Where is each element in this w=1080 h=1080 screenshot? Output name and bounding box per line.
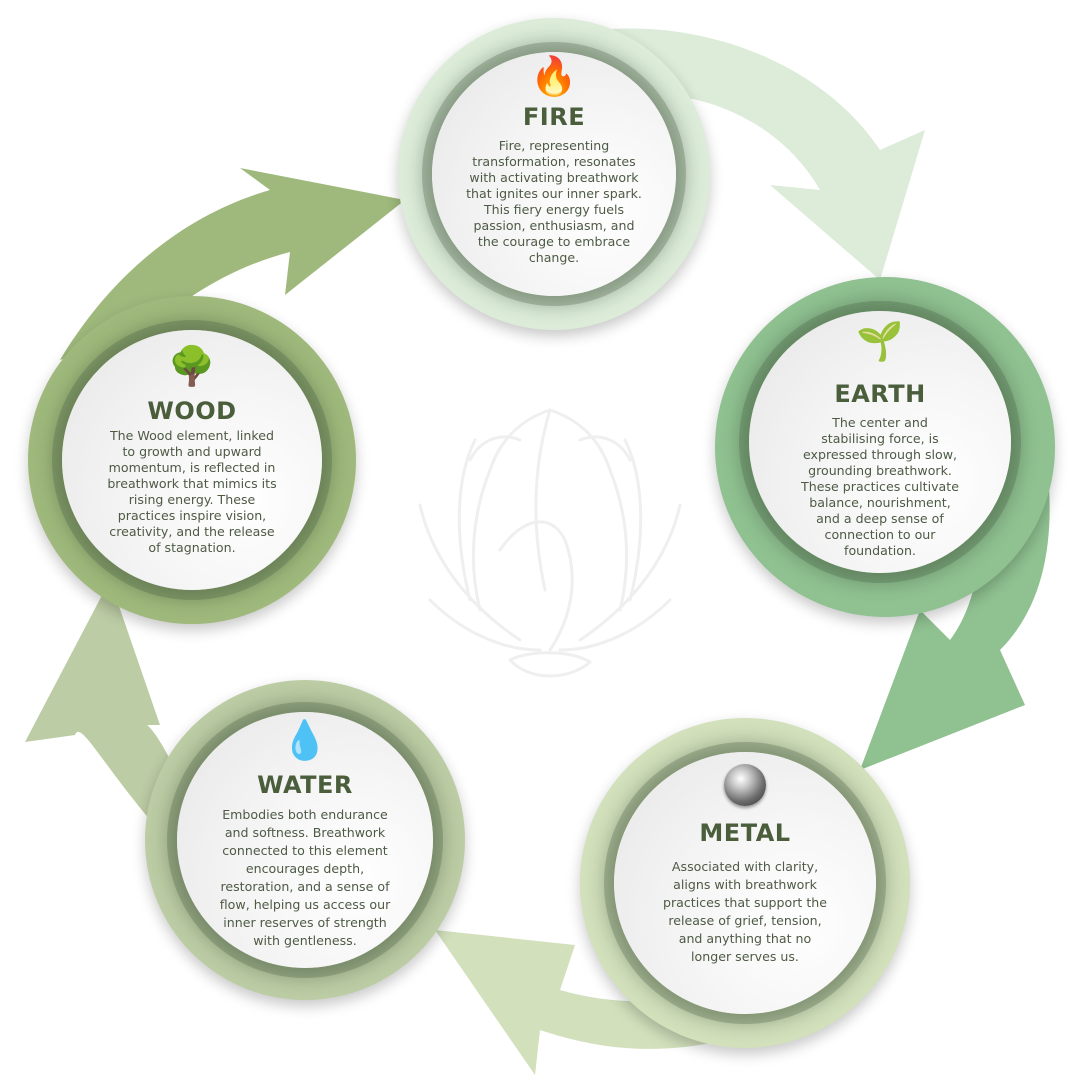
desc-line: This fiery energy fuels [483,202,625,217]
element-node-water: 💧 WATER Embodies both endurance and soft… [145,680,465,1000]
element-title-wood: WOOD [147,397,237,425]
desc-line: practices that support the [662,895,828,910]
desc-line: creativity, and the release [109,524,275,539]
element-description-earth: The center and stabilising force, is exp… [797,415,963,559]
element-description-fire: Fire, representing transformation, reson… [462,138,646,266]
element-description-water: Embodies both endurance and softness. Br… [216,806,395,950]
desc-line: with gentleness. [253,933,357,948]
element-description-wood: The Wood element, linked to growth and u… [103,428,280,556]
desc-line: Embodies both endurance [222,807,388,822]
desc-line: practices inspire vision, [117,508,267,523]
desc-line: and anything that no [678,931,812,946]
arrow-metal-to-water [435,930,760,1075]
desc-line: These practices cultivate [801,479,959,494]
desc-line: The Wood element, linked [109,428,275,443]
desc-line: that ignites our inner spark. [466,186,642,201]
tree-icon: 🌳 [168,344,216,388]
element-description-metal: Associated with clarity, aligns with bre… [659,858,831,966]
metal-disc: METAL Associated with clarity, aligns wi… [614,752,876,1014]
desc-line: rising energy. These [128,492,256,507]
desc-line: momentum, is reflected in [108,460,276,475]
artichoke-line-art-icon [418,408,682,678]
desc-line: Fire, representing [498,138,610,153]
desc-line: Associated with clarity, [671,859,819,874]
desc-line: expressed through slow, [802,447,958,462]
element-title-metal: METAL [699,819,791,847]
desc-line: to growth and upward [122,444,262,459]
desc-line: aligns with breathwork [673,877,817,892]
desc-line: of stagnation. [148,540,236,555]
desc-line: flow, helping us access our [219,897,391,912]
desc-line: the courage to embrace [477,234,631,249]
water-drop-icon: 💧 [281,718,329,762]
desc-line: stabilising force, is [821,431,939,446]
element-node-wood: 🌳 WOOD The Wood element, linked to growt… [28,296,356,624]
metal-ball-icon [724,764,766,806]
seedling-icon: 🌱 [856,319,904,363]
element-node-metal: METAL Associated with clarity, aligns wi… [580,718,910,1048]
desc-line: breathwork that mimics its [107,476,277,491]
desc-line: inner reserves of strength [223,915,387,930]
desc-line: balance, nourishment, [809,495,951,510]
desc-line: foundation. [844,543,916,558]
desc-line: encourages depth, [245,861,365,876]
desc-line: release of grief, tension, [668,913,822,928]
element-node-earth: 🌱 EARTH The center and stabilising force… [715,277,1055,617]
element-node-fire: 🔥 FIRE Fire, representing transformation… [398,18,710,330]
desc-line: connected to this element [222,843,388,858]
earth-disc: 🌱 EARTH The center and stabilising force… [749,311,1011,573]
element-title-water: WATER [257,771,353,799]
element-title-fire: FIRE [522,103,586,131]
desc-line: transformation, resonates [472,154,636,169]
desc-line: passion, enthusiasm, and [473,218,635,233]
desc-line: longer serves us. [691,949,799,964]
water-disc: 💧 WATER Embodies both endurance and soft… [177,712,433,968]
arrow-water-to-wood [25,580,190,820]
desc-line: connection to our [824,527,936,542]
wood-disc: 🌳 WOOD The Wood element, linked to growt… [62,330,322,590]
desc-line: restoration, and a sense of [220,879,390,894]
desc-line: change. [528,250,580,265]
desc-line: and a deep sense of [816,511,944,526]
desc-line: The center and [832,415,928,430]
fire-disc: 🔥 FIRE Fire, representing transformation… [432,52,676,296]
desc-line: with activating breathwork [469,170,639,185]
desc-line: and softness. Breathwork [224,825,386,840]
element-title-earth: EARTH [834,380,926,408]
desc-line: grounding breathwork. [808,463,952,478]
fire-icon: 🔥 [530,54,578,98]
